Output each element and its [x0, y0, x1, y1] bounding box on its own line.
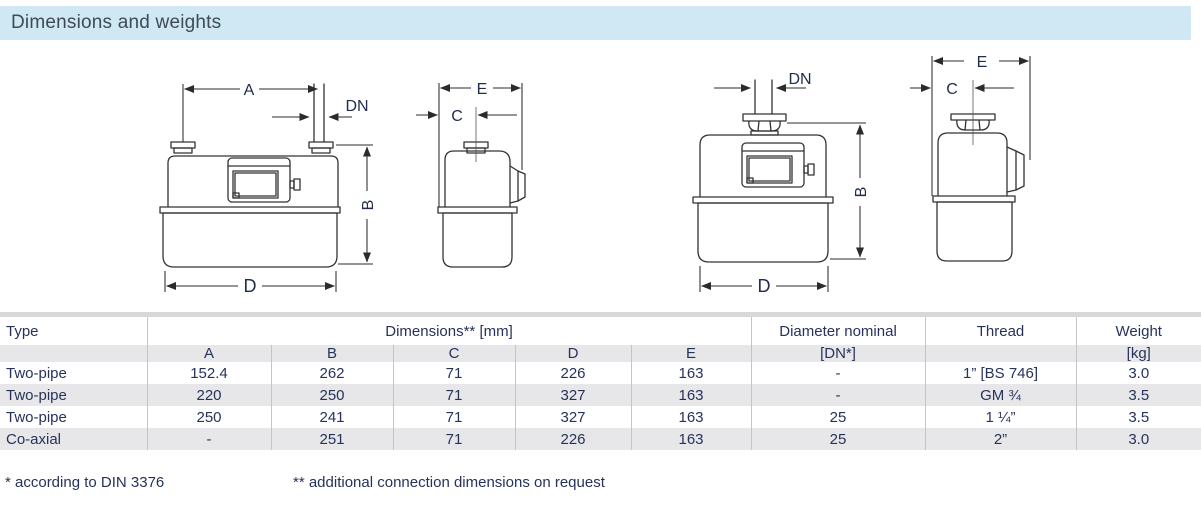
table-cell: Two-pipe — [0, 384, 148, 406]
two-pipe-front-view: A DN B D — [159, 82, 377, 296]
table-cell: 226 — [515, 428, 632, 450]
section-title: Dimensions and weights — [11, 12, 222, 33]
col-header-dimensions: Dimensions** [mm] — [147, 317, 752, 345]
table-cell: 163 — [631, 362, 752, 384]
table-cell: 3.0 — [1128, 364, 1150, 382]
dimension-lines — [164, 84, 373, 292]
table-cell: 25 — [751, 406, 926, 428]
table-cell: - — [147, 428, 272, 450]
technical-drawings: A DN B D — [159, 54, 1031, 296]
table-cell: Co-axial — [0, 428, 148, 450]
section-title-bar: Dimensions and weights — [0, 6, 1191, 40]
table-cell: 25 — [751, 428, 926, 450]
meter-outline — [932, 113, 1025, 262]
subheader-b: B — [271, 345, 394, 362]
meter-outline — [437, 141, 526, 268]
two-pipe-side-view: E C — [416, 81, 526, 268]
table-cell: 2” — [925, 428, 1077, 450]
dim-label-c: C — [451, 108, 463, 125]
table-cell: 226 — [515, 362, 632, 384]
table-cell: - — [751, 362, 926, 384]
table-header-row: Type Dimensions** [mm] Diameter nominal … — [0, 317, 1201, 345]
table-cell: 3.0 — [1128, 430, 1150, 448]
table-subheader-row: A B C D E [DN*] [kg] — [0, 345, 1201, 362]
dim-label-e: E — [977, 54, 988, 71]
subheader-a: A — [147, 345, 272, 362]
footnote-din: * according to DIN 3376 — [5, 474, 165, 491]
table-cell: 262 — [271, 362, 394, 384]
table-cell: 3.5 — [1128, 386, 1150, 404]
table-cell: 163 — [631, 428, 752, 450]
table-cell: Two-pipe — [0, 362, 148, 384]
table-cell: 220 — [147, 384, 272, 406]
dim-label-b: B — [853, 187, 870, 198]
table-cell: 241 — [271, 406, 394, 428]
table-cell: 250 — [147, 406, 272, 428]
dimension-lines — [699, 84, 866, 292]
dimensions-table: Type Dimensions** [mm] Diameter nominal … — [0, 317, 1201, 450]
dim-label-b: B — [360, 200, 377, 211]
table-row: Two-pipe 250 241 71 327 163 25 1 ¼” 3.5 — [0, 406, 1201, 428]
footnote-additional: ** additional connection dimensions on r… — [293, 474, 605, 491]
footnotes: * according to DIN 3376 ** additional co… — [0, 474, 1201, 494]
dim-label-d: D — [244, 276, 257, 296]
table-row: Co-axial - 251 71 226 163 25 2” 3.0 — [0, 428, 1201, 450]
table-cell: 251 — [271, 428, 394, 450]
subheader-empty — [925, 345, 1077, 362]
subheader-e: E — [631, 345, 752, 362]
table-row: Two-pipe 220 250 71 327 163 - GM ¾ 3.5 — [0, 384, 1201, 406]
table-cell: 250 — [271, 384, 394, 406]
table-row: Two-pipe 152.4 262 71 226 163 - 1” [BS 7… — [0, 362, 1201, 384]
table-cell: GM ¾ — [925, 384, 1077, 406]
dim-label-d: D — [758, 276, 771, 296]
co-axial-front-view: DN B D — [692, 71, 870, 296]
table-cell: 163 — [631, 384, 752, 406]
col-header-weight: Weight — [1115, 322, 1162, 340]
meter-outline — [159, 83, 341, 268]
dimensions-table-section: Type Dimensions** [mm] Diameter nominal … — [0, 312, 1201, 450]
table-cell: 163 — [631, 406, 752, 428]
table-cell: 1” [BS 746] — [925, 362, 1077, 384]
subheader-c: C — [393, 345, 516, 362]
table-cell: 152.4 — [147, 362, 272, 384]
table-cell: - — [751, 384, 926, 406]
subheader-dn: [DN*] — [751, 345, 926, 362]
col-header-type: Type — [0, 317, 148, 345]
table-cell: 1 ¼” — [925, 406, 1077, 428]
table-cell: 327 — [515, 384, 632, 406]
table-cell: 71 — [393, 406, 516, 428]
dim-label-a: A — [244, 82, 255, 99]
dimension-lines — [416, 83, 523, 207]
dim-label-dn: DN — [345, 98, 368, 115]
table-top-rule — [0, 312, 1201, 317]
col-header-thread: Thread — [925, 317, 1077, 345]
dim-label-c: C — [946, 81, 958, 98]
dim-label-dn: DN — [788, 71, 811, 88]
col-header-diameter: Diameter nominal — [751, 317, 926, 345]
table-cell: Two-pipe — [0, 406, 148, 428]
table-cell: 71 — [393, 362, 516, 384]
subheader-d: D — [515, 345, 632, 362]
co-axial-side-view: E C — [910, 54, 1031, 262]
dim-label-e: E — [477, 81, 488, 98]
dimension-lines — [910, 56, 1031, 196]
table-cell: 327 — [515, 406, 632, 428]
table-cell: 3.5 — [1128, 408, 1150, 426]
subheader-empty — [0, 345, 148, 362]
meter-outline — [692, 79, 834, 263]
table-cell: 71 — [393, 384, 516, 406]
subheader-kg: [kg] — [1126, 345, 1151, 362]
table-cell: 71 — [393, 428, 516, 450]
